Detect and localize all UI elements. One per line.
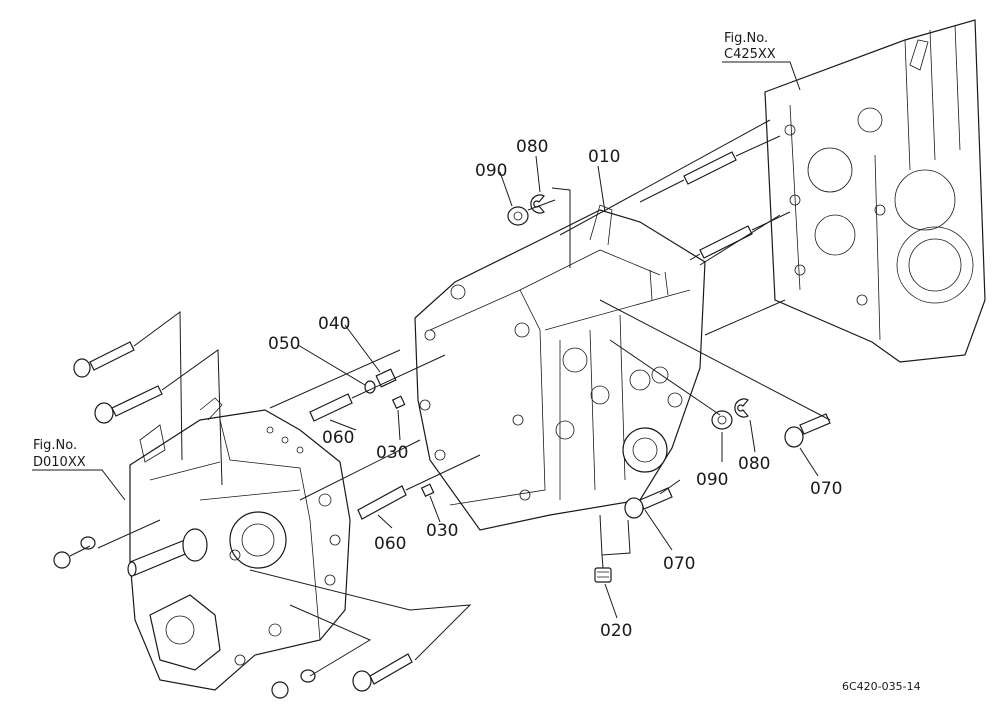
drawing-code: 6C420-035-14 bbox=[842, 680, 921, 693]
callout-030-lower: 030 bbox=[426, 521, 458, 541]
fig-ref-c425xx: Fig.No. C425XX bbox=[724, 31, 776, 62]
front-hardware bbox=[53, 341, 413, 699]
pin-030-lower bbox=[420, 483, 435, 498]
callout-040: 040 bbox=[318, 314, 350, 334]
washer-080-upper bbox=[530, 194, 545, 214]
fig-ref-label: Fig.No. bbox=[33, 438, 77, 453]
callout-080-upper: 080 bbox=[516, 137, 548, 157]
assembly-lines bbox=[32, 61, 831, 677]
nut-090-upper bbox=[507, 206, 529, 226]
bolt-070-right bbox=[784, 413, 831, 448]
input-shaft bbox=[127, 528, 208, 577]
transmission-case bbox=[414, 204, 706, 531]
callout-050: 050 bbox=[268, 334, 300, 354]
fig-ref-number: D010XX bbox=[33, 455, 86, 470]
callout-010: 010 bbox=[588, 147, 620, 167]
callout-090-upper: 090 bbox=[475, 161, 507, 181]
washer-080-right bbox=[734, 398, 749, 418]
callout-070-lower: 070 bbox=[663, 554, 695, 574]
pin-030-upper bbox=[391, 395, 406, 410]
callout-070-right: 070 bbox=[810, 479, 842, 499]
fig-ref-number: C425XX bbox=[724, 47, 776, 62]
fig-ref-d010xx: Fig.No. D010XX bbox=[33, 438, 86, 470]
front-housing bbox=[129, 397, 351, 691]
studs-upper bbox=[683, 151, 753, 259]
callout-060-upper: 060 bbox=[322, 428, 354, 448]
stud-060-upper bbox=[309, 393, 353, 422]
fig-ref-label: Fig.No. bbox=[724, 31, 768, 46]
callout-090-right: 090 bbox=[696, 470, 728, 490]
bolt-070-lower bbox=[624, 487, 673, 519]
nut-090-right bbox=[711, 410, 733, 430]
callout-030-upper: 030 bbox=[376, 443, 408, 463]
callout-080-right: 080 bbox=[738, 454, 770, 474]
plug-020 bbox=[594, 567, 612, 583]
sleeve-040 bbox=[375, 368, 397, 388]
callout-020: 020 bbox=[600, 621, 632, 641]
callout-060-lower: 060 bbox=[374, 534, 406, 554]
rear-housing bbox=[764, 19, 986, 363]
stud-060-lower bbox=[357, 485, 407, 520]
